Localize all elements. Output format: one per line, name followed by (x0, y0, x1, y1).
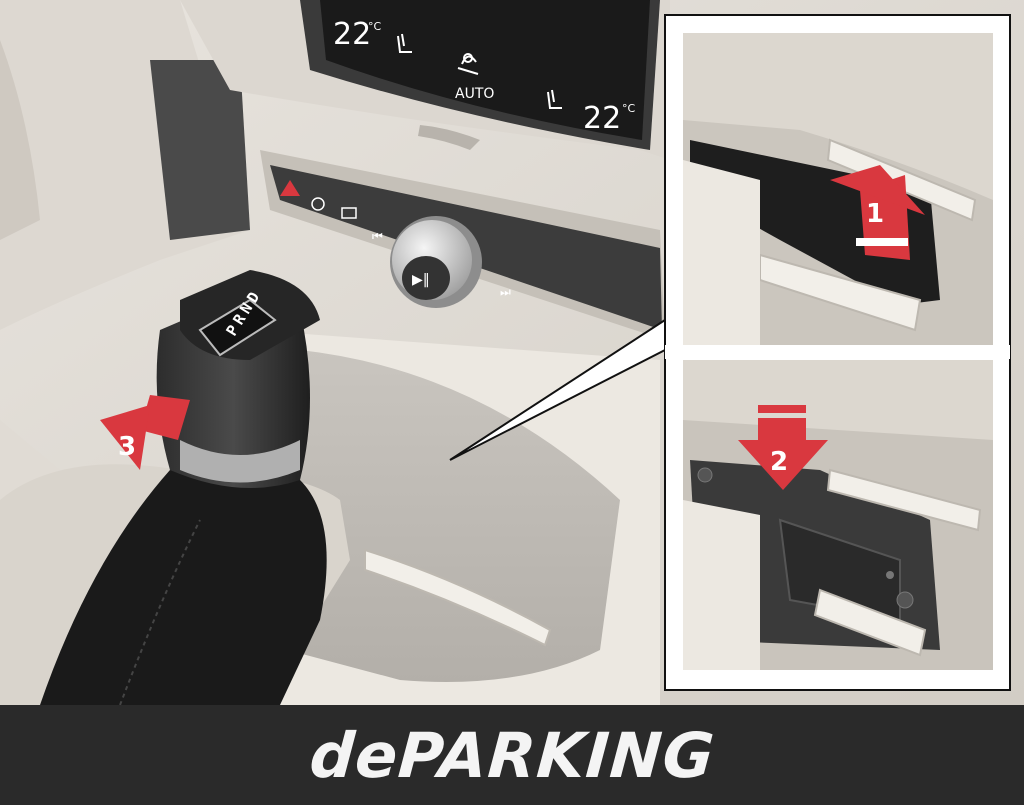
fan-mode-label: AUTO (455, 86, 494, 102)
fan-icon[interactable] (457, 53, 479, 75)
hazard-icon[interactable] (280, 180, 300, 196)
temp-right-unit: °C (622, 102, 636, 115)
gear-selector[interactable]: P R N D (156, 270, 320, 488)
dash-side-panel (150, 60, 250, 240)
detail-inset: 1 2 (664, 14, 1011, 691)
step-3-arrow: 3 (100, 395, 190, 470)
inset-panel-1: 1 (683, 33, 993, 345)
step-1-number: 1 (866, 199, 884, 229)
step-2-number: 2 (770, 447, 788, 477)
seat-heat-right-icon[interactable] (547, 89, 562, 109)
defrost-front-icon[interactable] (311, 197, 325, 211)
step-1-arrow: 1 (830, 165, 925, 260)
play-pause-icon: ▶‖ (412, 272, 430, 288)
seat-heat-left-icon[interactable] (397, 33, 412, 53)
volume-play-knob[interactable]: ▶‖ (390, 216, 482, 308)
step-2-arrow: 2 (738, 405, 828, 490)
step-3-number: 3 (118, 432, 136, 462)
climate-display: 22 °C AUTO 22 °C (300, 0, 660, 150)
prev-track-icon[interactable]: ⏮ (372, 229, 383, 243)
inset-panel-2: 2 (683, 360, 993, 670)
footer-bar: dePARKING (0, 705, 1024, 805)
temp-left-unit: °C (368, 20, 382, 33)
main-illustration: 22 °C AUTO 22 °C ⏮ ⏭ ▶‖ (0, 0, 1024, 705)
next-track-icon[interactable]: ⏭ (500, 285, 511, 299)
temp-right: 22 (583, 101, 621, 136)
defrost-rear-icon[interactable] (341, 207, 357, 219)
brand-title: dePARKING (307, 718, 717, 792)
temp-left: 22 (333, 17, 371, 52)
gear-boot (40, 470, 327, 705)
